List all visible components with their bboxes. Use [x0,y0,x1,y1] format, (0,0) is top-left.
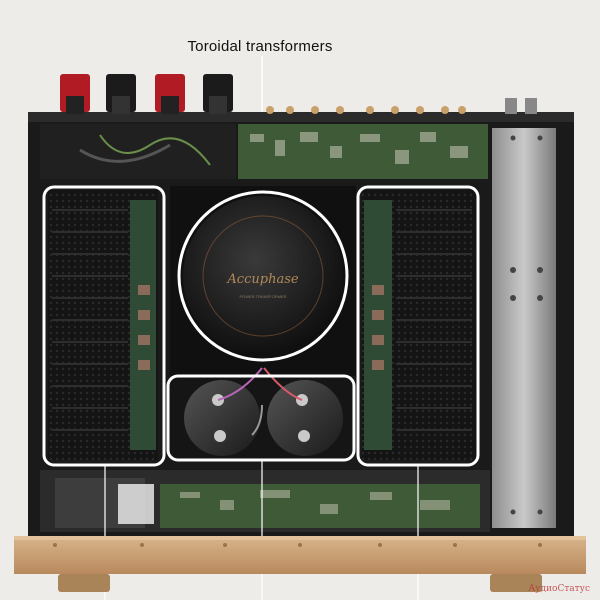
rca-jacks [266,98,537,114]
side-plate [492,128,556,528]
right-driver-board [364,200,392,450]
watermark: АудиоСтатус [528,584,590,594]
transformer-label: POWER TRANSFORMER [239,294,286,299]
filter-capacitor-left [184,380,260,456]
ribbon-cable [118,484,154,524]
panel-screws [53,543,542,547]
rear-panel-edge [28,112,574,122]
transformer-brand: Accuphase [226,272,298,287]
caption-label: Toroidal transformers [187,38,333,55]
front-panel [14,536,586,574]
right-transistors [372,285,384,370]
highlight-capacitors [166,374,356,462]
toroidal-transformer [183,196,343,356]
pcb-components [250,132,468,164]
speaker-terminals [60,74,233,114]
highlight-left-amp [42,185,166,467]
highlight-transformer [177,190,349,362]
left-driver-board [130,200,156,450]
left-fins [52,209,128,431]
right-fins [396,209,472,431]
foot-right [490,574,542,592]
left-transistors [138,285,150,370]
filter-capacitor-right [267,380,343,456]
foot-left [58,574,110,592]
